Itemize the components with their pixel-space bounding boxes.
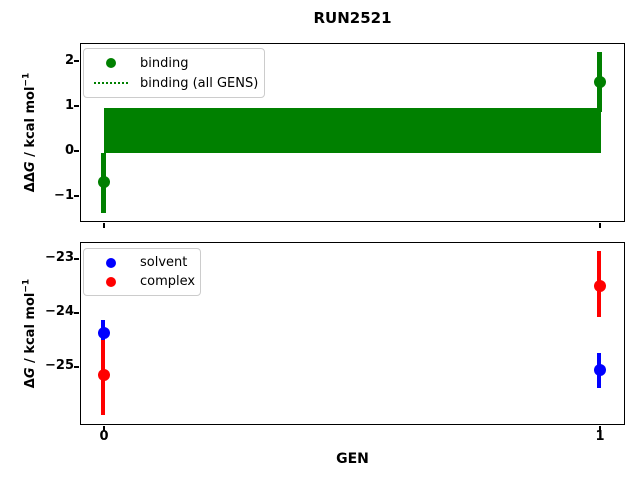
ytick-mark: [74, 195, 79, 197]
bottom-legend: solvent complex: [83, 248, 201, 296]
ytick-mark: [74, 60, 79, 62]
bottom-ylabel: ΔG / kcal mol−1: [21, 278, 38, 389]
top-legend: binding binding (all GENS): [83, 48, 265, 98]
complex-point-gen1: [594, 280, 606, 292]
binding-point-gen0: [98, 176, 110, 188]
complex-marker-icon: [93, 276, 129, 287]
xaxis-label: GEN: [336, 451, 369, 467]
binding-all-gens-band: [104, 108, 601, 153]
bottom-ytick-label: −23: [45, 250, 74, 265]
ytick-mark: [74, 105, 79, 107]
ytick-mark: [74, 366, 79, 368]
legend-label: binding: [140, 55, 189, 71]
top-ytick-label: 0: [64, 143, 74, 158]
top-ytick-label: −1: [54, 188, 74, 203]
complex-point-gen0: [98, 369, 110, 381]
solvent-point-gen0: [98, 327, 110, 339]
figure-title: RUN2521: [313, 9, 392, 27]
binding-marker-icon: [93, 58, 129, 68]
ytick-mark: [74, 150, 79, 152]
legend-item-binding-all-gens: binding (all GENS): [93, 75, 259, 91]
solvent-marker-icon: [93, 257, 129, 268]
top-ylabel: ΔΔG / kcal mol−1: [21, 72, 38, 193]
legend-item-binding: binding: [93, 56, 255, 71]
top-axes: binding binding (all GENS): [74, 43, 625, 228]
legend-label: solvent: [140, 255, 188, 270]
legend-label: binding (all GENS): [140, 75, 259, 91]
solvent-point-gen1: [594, 364, 606, 376]
bottom-axes: solvent complex: [74, 242, 625, 431]
legend-label: complex: [140, 274, 196, 289]
legend-item-solvent: solvent: [93, 255, 191, 270]
dotted-line-icon: [93, 82, 129, 84]
bottom-ytick-label: −25: [45, 358, 74, 373]
xtick-label-0: 0: [99, 429, 109, 444]
xtick-mark: [103, 223, 105, 228]
xtick-mark: [599, 426, 601, 431]
binding-point-gen1: [594, 76, 606, 88]
top-ytick-label: 1: [64, 98, 74, 113]
legend-item-complex: complex: [93, 274, 195, 289]
ytick-mark: [74, 312, 79, 314]
bottom-ytick-label: −24: [45, 304, 74, 319]
ytick-mark: [74, 258, 79, 260]
top-ytick-label: 2: [64, 53, 74, 68]
xtick-mark: [599, 223, 601, 228]
xtick-label-1: 1: [595, 429, 605, 444]
xtick-mark: [103, 426, 105, 431]
